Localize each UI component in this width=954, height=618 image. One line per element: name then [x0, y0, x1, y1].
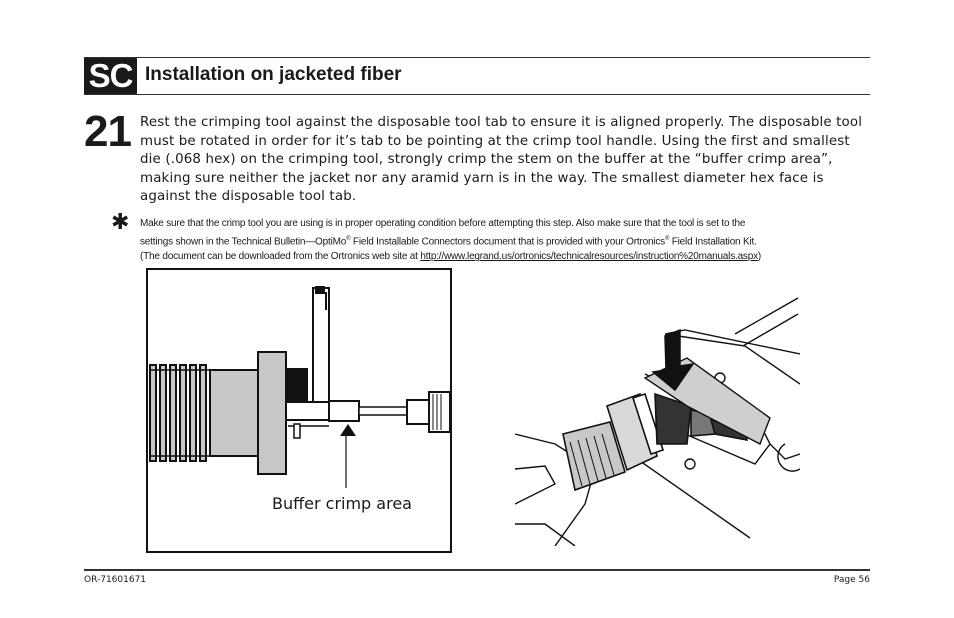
step-line: die (.068 hex) on the crimping tool, str…: [140, 152, 833, 167]
section-title: Installation on jacketed fiber: [145, 64, 402, 85]
crimp-tool-illustration: [514, 294, 801, 547]
step-line: against the disposable tool tab.: [140, 189, 357, 204]
step-number: 21: [84, 107, 132, 156]
section-badge: SC: [84, 58, 137, 94]
step-line: must be rotated in order for it’s tab to…: [140, 133, 850, 149]
step-line: making sure neither the jacket nor any a…: [140, 170, 824, 186]
note-line: settings shown in the Technical Bulletin…: [140, 235, 757, 247]
header-top-rule: [84, 57, 870, 58]
connector-drawing: [149, 286, 451, 488]
buffer-crimp-area-label: Buffer crimp area: [272, 494, 412, 513]
document-id: OR-71601671: [84, 575, 147, 585]
note-line: (The document can be downloaded from the…: [140, 251, 762, 263]
download-link[interactable]: http://www.legrand.us/ortronics/technica…: [420, 251, 758, 263]
note-line: Make sure that the crimp tool you are us…: [140, 218, 746, 229]
step-instructions: Rest the crimping tool against the dispo…: [140, 114, 870, 207]
crimp-area-diagram: [146, 268, 452, 553]
note-asterisk-icon: ✱: [111, 210, 130, 235]
page-number: Page 56: [833, 575, 870, 585]
footer-rule: [84, 569, 870, 571]
caution-note: Make sure that the crimp tool you are us…: [140, 216, 875, 265]
step-line: Rest the crimping tool against the dispo…: [140, 115, 863, 130]
crimp-tool-drawing: [514, 297, 801, 547]
header-bottom-rule: [84, 94, 870, 95]
